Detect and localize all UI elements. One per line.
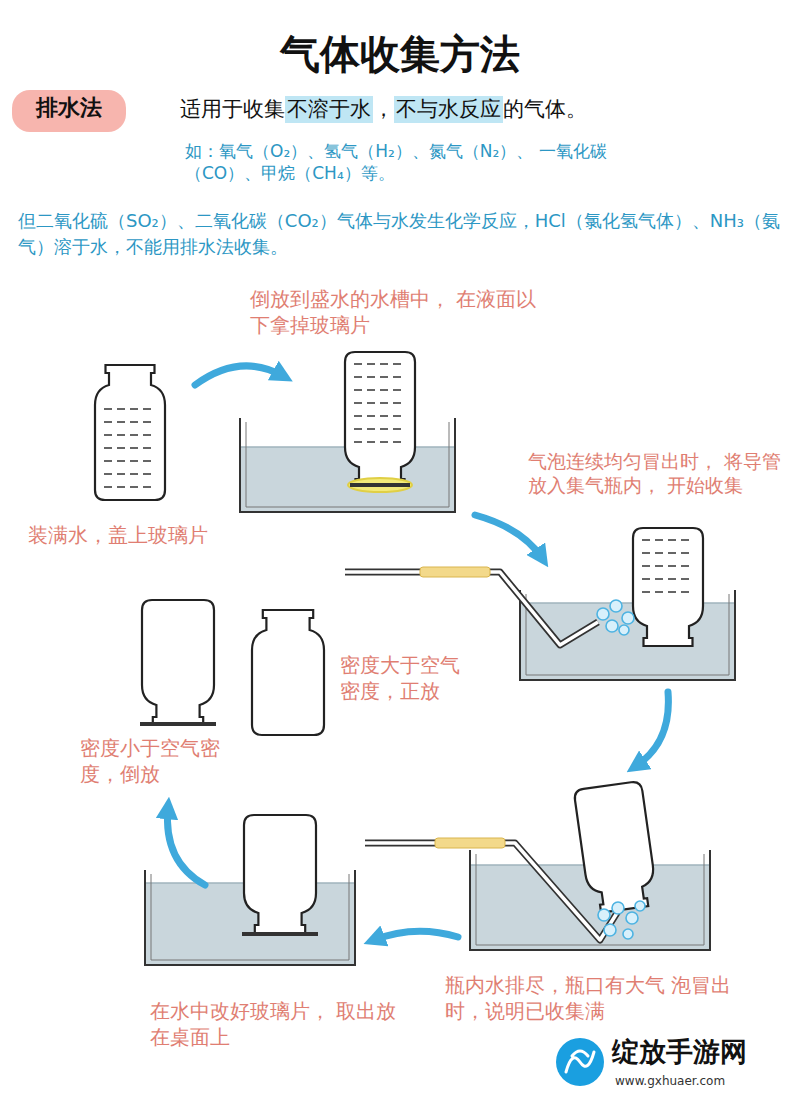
gas-bubble bbox=[604, 924, 616, 936]
water-dash bbox=[104, 421, 156, 423]
gas-bubble bbox=[635, 901, 645, 911]
flow-arrow bbox=[195, 366, 283, 385]
gas-jar bbox=[244, 815, 316, 933]
delivery-tube-bore bbox=[345, 572, 598, 645]
gas-bubble bbox=[610, 600, 622, 612]
intro-text: 适用于收集 bbox=[180, 96, 285, 123]
watermark-url: www.gxhuaer.com bbox=[615, 1074, 795, 1090]
water-dash bbox=[104, 473, 156, 475]
water-dash bbox=[642, 552, 694, 554]
water-dash bbox=[354, 402, 406, 404]
water-dash bbox=[104, 460, 156, 462]
gas-jar-outline bbox=[244, 815, 316, 933]
water-dash bbox=[104, 434, 156, 436]
flow-arrow bbox=[636, 692, 668, 766]
water-dash bbox=[104, 408, 156, 410]
exception-note: 但二氧化硫（SO₂）、二氧化碳（CO₂）气体与水发生化学反应，HCl（氯化氢气体… bbox=[18, 208, 788, 260]
water-dash bbox=[354, 376, 406, 378]
gas-jar bbox=[633, 528, 703, 646]
flow-arrow bbox=[475, 515, 542, 558]
example-note: 如：氧气（O₂）、氢气（H₂）、氮气（N₂）、 一氧化碳（CO）、甲烷（CH₄）… bbox=[185, 140, 665, 184]
step-label: 倒放到盛水的水槽中， 在液面以下拿掉玻璃片 bbox=[250, 286, 540, 338]
flow-arrow bbox=[167, 808, 205, 885]
glass-plate bbox=[348, 478, 412, 492]
logo-disc bbox=[556, 1038, 604, 1086]
water-dash bbox=[354, 428, 406, 430]
intro-text: ， bbox=[373, 96, 394, 123]
gas-jar-outline bbox=[345, 352, 415, 487]
gas-bubble bbox=[612, 902, 624, 914]
water-dash bbox=[354, 415, 406, 417]
glass-plate bbox=[242, 932, 318, 936]
delivery-tube bbox=[345, 572, 598, 645]
watermark: 绽放手游网 bbox=[612, 1034, 792, 1069]
water-dash bbox=[642, 539, 694, 541]
gas-bubble bbox=[626, 912, 638, 924]
gas-jar bbox=[142, 600, 214, 725]
tag-pill: 排水法 bbox=[12, 90, 126, 132]
gas-jar-outline bbox=[95, 365, 165, 500]
step-label: 密度小于空气密 度，倒放 bbox=[80, 735, 240, 787]
gas-bubble bbox=[606, 620, 618, 632]
water-dash bbox=[354, 389, 406, 391]
water-dash bbox=[104, 447, 156, 449]
logo-mark bbox=[566, 1051, 594, 1072]
step-label: 密度大于空气 密度，正放 bbox=[340, 652, 480, 704]
water-dash bbox=[354, 441, 406, 443]
highlight-text: 不溶于水 bbox=[285, 96, 373, 123]
glass-plate bbox=[350, 483, 410, 487]
gas-jar bbox=[95, 365, 165, 500]
step-label: 在水中改好玻璃片， 取出放在桌面上 bbox=[150, 998, 410, 1050]
gas-jar-outline bbox=[142, 600, 214, 725]
gas-bubble bbox=[619, 625, 629, 635]
gas-bubble bbox=[597, 608, 609, 620]
gas-bubble bbox=[598, 909, 610, 921]
watermark-logo bbox=[556, 1038, 604, 1086]
title: 气体收集方法 bbox=[0, 28, 800, 80]
water-dash bbox=[642, 578, 694, 580]
tag-text: 排水法 bbox=[36, 93, 102, 123]
water-dash bbox=[642, 591, 694, 593]
gas-jar-outline bbox=[252, 610, 324, 735]
water-dash bbox=[642, 565, 694, 567]
water-dash bbox=[354, 363, 406, 365]
intro-text: 的气体。 bbox=[503, 96, 587, 123]
intro-line: 适用于收集不溶于水，不与水反应的气体。 bbox=[180, 96, 587, 123]
step-label: 装满水，盖上玻璃片 bbox=[28, 522, 288, 548]
gas-jar-outline bbox=[633, 528, 703, 646]
rubber-tube bbox=[435, 838, 505, 848]
rubber-tube bbox=[420, 567, 490, 577]
gas-jar-outline bbox=[574, 781, 659, 914]
step-label: 瓶内水排尽，瓶口有大气 泡冒出时，说明已收集满 bbox=[445, 972, 745, 1024]
gas-jar bbox=[252, 610, 324, 735]
gas-bubble bbox=[623, 929, 633, 939]
glass-plate bbox=[140, 722, 216, 726]
gas-jar bbox=[574, 781, 659, 914]
gas-jar bbox=[345, 352, 415, 487]
gas-bubble bbox=[622, 612, 634, 624]
step-label: 气泡连续均匀冒出时， 将导管放入集气瓶内， 开始收集 bbox=[528, 450, 790, 498]
water-dash bbox=[104, 486, 156, 488]
highlight-text: 不与水反应 bbox=[394, 96, 503, 123]
flow-arrow bbox=[374, 931, 458, 940]
